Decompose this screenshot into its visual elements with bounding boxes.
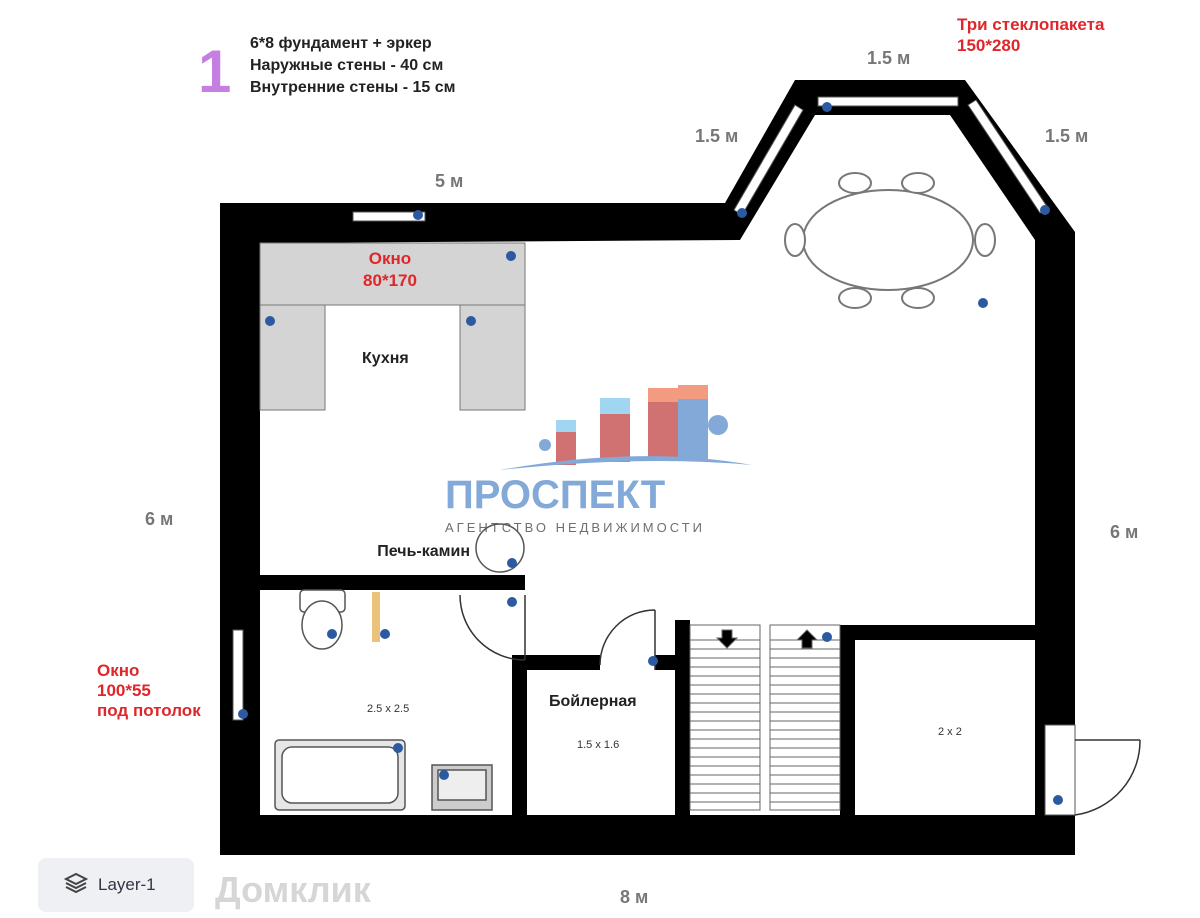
dim-bottom: 8 м — [620, 887, 648, 907]
logo-name: ПРОСПЕКТ — [445, 473, 665, 517]
bay-note-2: 150*280 — [957, 36, 1020, 55]
domclick-watermark: Домклик — [215, 869, 372, 910]
dim-bay-top: 1.5 м — [867, 48, 910, 68]
dim-bay-right: 1.5 м — [1045, 126, 1088, 146]
header-line-1: 6*8 фундамент + эркер — [250, 35, 432, 52]
interior-walls — [260, 575, 1076, 816]
layers-icon — [63, 871, 89, 900]
logo-subtitle: АГЕНТСТВО НЕДВИЖИМОСТИ — [445, 520, 705, 535]
header-line-3: Внутренние стены - 15 см — [250, 79, 455, 96]
kitchen-window-note-1: Окно — [369, 249, 411, 268]
layer-label: Layer-1 — [98, 875, 156, 894]
staircase — [689, 624, 841, 811]
kitchen-counters — [259, 242, 526, 411]
bath-window-note-2: 100*55 — [97, 681, 151, 700]
header-line-2: Наружные стены - 40 см — [250, 57, 443, 74]
room-boiler: Бойлерная — [549, 693, 637, 710]
layer-selector[interactable]: Layer-1 — [38, 858, 194, 912]
outer-walls — [220, 80, 1075, 855]
small-room-size: 2 x 2 — [938, 726, 962, 738]
bath-window — [232, 629, 244, 721]
dining-table — [784, 172, 996, 309]
dim-top-left: 5 м — [435, 171, 463, 191]
bath-window-note-1: Окно — [97, 661, 139, 680]
room-kitchen: Кухня — [362, 350, 409, 367]
dim-right: 6 м — [1110, 522, 1138, 542]
kitchen-window-note-2: 80*170 — [363, 271, 417, 290]
kitchen-window — [352, 211, 426, 222]
dim-left: 6 м — [145, 509, 173, 529]
plan-number: 1 — [198, 38, 231, 105]
doors — [459, 594, 1141, 816]
bath-window-note-3: под потолок — [97, 701, 201, 720]
bath-size: 2.5 x 2.5 — [367, 703, 409, 715]
info-icons — [238, 102, 1063, 805]
prospekt-logo: ПРОСПЕКТ АГЕНТСТВО НЕДВИЖИМОСТИ — [445, 385, 752, 535]
room-stove: Печь-камин — [377, 543, 470, 560]
boiler-size: 1.5 x 1.6 — [577, 739, 619, 751]
bay-note-1: Три стеклопакета — [957, 15, 1105, 34]
dim-bay-left: 1.5 м — [695, 126, 738, 146]
bathroom-fixtures — [274, 589, 493, 811]
